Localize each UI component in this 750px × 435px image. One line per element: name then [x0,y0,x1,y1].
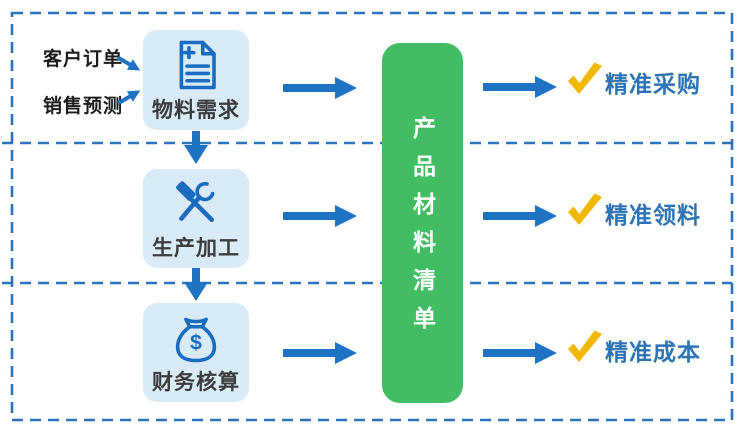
hammer-wrench-icon [176,181,215,222]
outcome-label-cost: 精准成本 [605,339,701,365]
bom-center-box: 产品材料清单 [382,43,463,403]
process-box-label: 生产加工 [152,237,240,260]
process-box-label: 财务核算 [152,371,240,394]
small-arrow-up-right-icon [116,90,141,106]
outcome-label-material-issue: 精准领料 [605,202,701,228]
outer-dashed-border [10,11,734,422]
checkmark-icon [568,330,602,362]
right-arrow-icon [483,342,557,364]
money-bag-icon: $ [175,317,217,363]
right-arrow-icon [483,205,557,227]
process-box-production: 生产加工 [143,169,249,268]
process-box-finance: $ 财务核算 [143,303,249,402]
right-arrow-icon [483,76,557,98]
checkmark-icon [568,62,602,94]
input-label-customer-orders: 客户订单 [43,49,124,70]
small-arrow-down-right-icon [116,55,141,71]
checkmark-icon [568,193,602,225]
down-arrow-icon [184,268,208,301]
process-box-label: 物料需求 [152,99,240,122]
right-arrow-icon [283,342,357,364]
input-label-sales-forecast: 销售预测 [43,96,124,117]
bom-center-label: 产品材料清单 [409,116,436,344]
process-box-material-demand: 物料需求 [143,30,249,130]
down-arrow-icon [184,131,208,164]
right-arrow-icon [283,205,357,227]
dollar-sign: $ [190,330,202,354]
right-arrow-icon [283,77,357,99]
document-plus-icon [179,40,216,90]
outcome-label-procurement: 精准采购 [605,71,701,97]
